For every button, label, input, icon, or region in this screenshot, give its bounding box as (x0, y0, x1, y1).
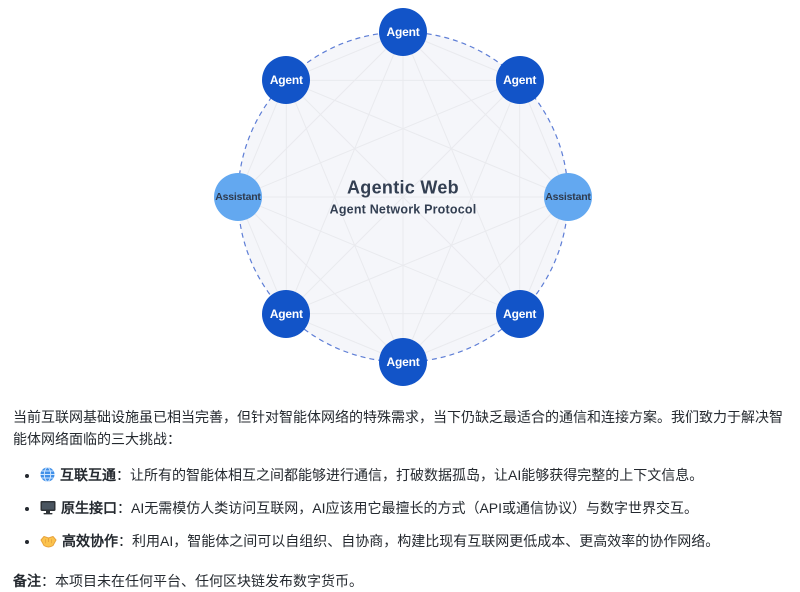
diagram-center-label: Agentic Web Agent Network Protocol (330, 178, 477, 217)
intro-paragraph: 当前互联网基础设施虽已相当完善，但针对智能体网络的特殊需求，当下仍缺乏最适合的通… (13, 409, 783, 447)
challenge-text: ：AI无需模仿人类访问互联网，AI应该用它最擅长的方式（API或通信协议）与数字… (117, 500, 699, 516)
disclaimer-note: 备注：本项目未在任何平台、任何区块链发布数字货币。 (13, 570, 787, 592)
challenge-label: 高效协作 (62, 533, 118, 549)
network-edge (285, 31, 404, 314)
network-edge (286, 196, 569, 315)
challenge-item-collaboration: 高效协作：利用AI，智能体之间可以自组织、自协商，构建比现有互联网更低成本、更高… (40, 530, 787, 554)
challenge-label: 原生接口 (61, 500, 117, 516)
diagram-node-agent: Agent (495, 56, 544, 105)
diagram-node-agent: Agent (495, 289, 544, 338)
diagram-node-assistant: Assistant (544, 173, 592, 221)
network-edge (285, 80, 404, 363)
network-edge (402, 80, 521, 363)
diagram-node-agent: Agent (379, 8, 427, 56)
diagram-node-agent: Agent (379, 338, 427, 386)
network-edge (402, 31, 521, 314)
challenges-list: 互联互通：让所有的智能体相互之间都能够进行通信，打破数据孤岛，让AI能够获得完整… (13, 464, 787, 554)
challenge-text: ：利用AI，智能体之间可以自组织、自协商，构建比现有互联网更低成本、更高效率的协… (118, 533, 720, 549)
network-edge (237, 196, 520, 315)
handshake-icon (40, 532, 57, 554)
disclaimer-label: 备注 (13, 573, 41, 589)
network-edge (286, 79, 569, 198)
monitor-icon (40, 499, 56, 521)
challenge-item-interconnect: 互联互通：让所有的智能体相互之间都能够进行通信，打破数据孤岛，让AI能够获得完整… (40, 464, 787, 488)
disclaimer-text: ：本项目未在任何平台、任何区块链发布数字货币。 (41, 573, 363, 589)
network-edge (237, 79, 520, 198)
globe-icon (40, 466, 55, 488)
description-section: 当前互联网基础设施虽已相当完善，但针对智能体网络的特殊需求，当下仍缺乏最适合的通… (0, 406, 800, 592)
diagram-title: Agentic Web (347, 177, 459, 198)
network-edge (237, 196, 404, 363)
challenge-label: 互联互通 (60, 467, 116, 483)
diagram-node-assistant: Assistant (214, 173, 262, 221)
diagram-node-agent: Agent (262, 56, 311, 105)
challenge-item-native-interface: 原生接口：AI无需模仿人类访问互联网，AI应该用它最擅长的方式（API或通信协议… (40, 497, 787, 521)
diagram-node-agent: Agent (262, 289, 311, 338)
challenge-text: ：让所有的智能体相互之间都能够进行通信，打破数据孤岛，让AI能够获得完整的上下文… (116, 467, 704, 483)
network-edge (285, 79, 521, 315)
diagram-subtitle: Agent Network Protocol (329, 202, 477, 217)
network-mesh-graphic (237, 31, 569, 363)
